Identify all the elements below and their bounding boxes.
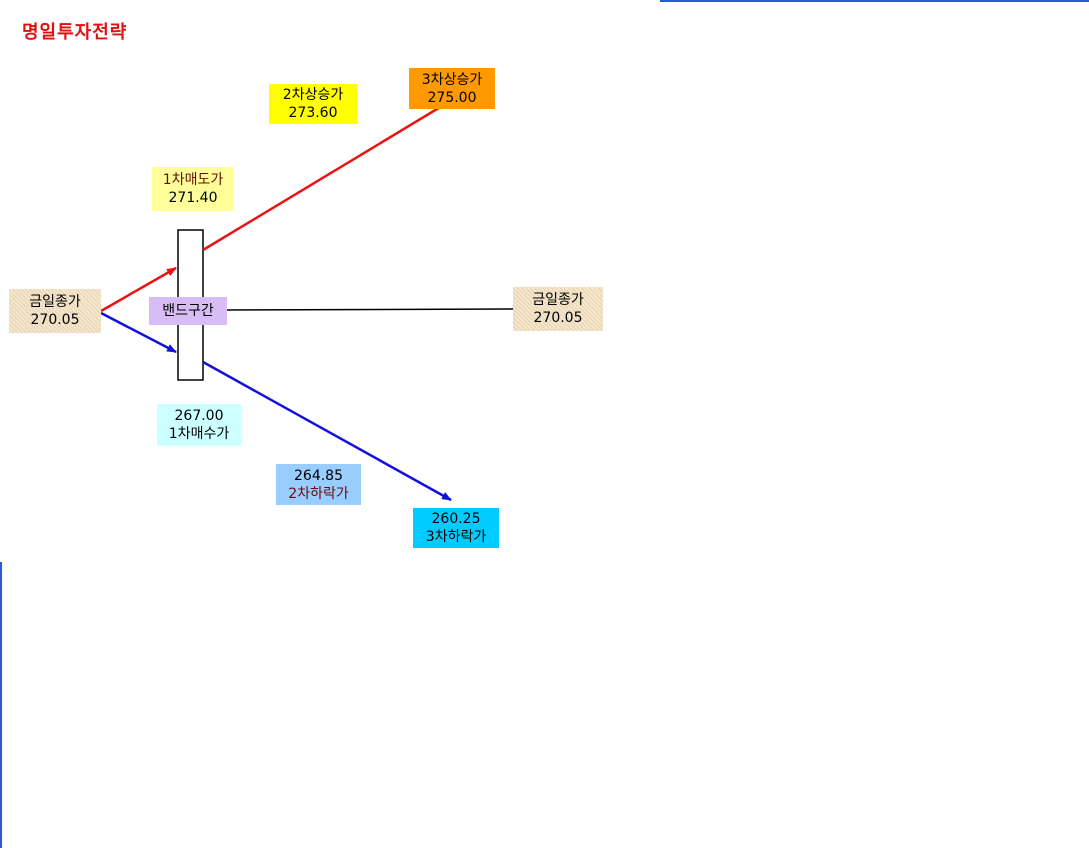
buy1-box: 267.00 1차매수가 <box>157 404 241 446</box>
fall3-value: 260.25 <box>431 511 481 527</box>
up-arrow-to-sell1 <box>100 266 177 313</box>
buy1-name: 1차매수가 <box>168 426 230 442</box>
up-line-to-rise3 <box>202 104 443 252</box>
fall2-value: 264.85 <box>294 467 343 484</box>
rise3-value: 275.00 <box>427 89 477 106</box>
fall3-box: 260.25 3차하락가 <box>413 508 499 548</box>
buy1-value: 267.00 <box>174 408 224 424</box>
rise3-box: 3차상승가 275.00 <box>409 68 495 109</box>
down-arrow-to-fall3 <box>202 360 452 502</box>
rise2-value: 273.60 <box>288 105 338 121</box>
down-arrow-to-buy1 <box>100 311 177 354</box>
left-divider-line <box>0 562 2 848</box>
sell1-value: 271.40 <box>168 190 218 206</box>
close-right-value: 270.05 <box>533 310 583 326</box>
fall2-box: 264.85 2차하락가 <box>276 464 361 505</box>
close-left-name: 금일종가 <box>29 294 81 310</box>
top-divider-line <box>660 0 1089 2</box>
fall3-name: 3차하락가 <box>425 529 487 545</box>
flat-close-line <box>225 308 514 311</box>
close-price-box-right: 금일종가 270.05 <box>513 287 603 331</box>
rise2-box: 2차상승가 273.60 <box>269 84 357 124</box>
rise3-name: 3차상승가 <box>421 71 483 88</box>
page-title: 명일투자전략 <box>22 22 128 43</box>
close-left-value: 270.05 <box>30 312 80 328</box>
close-right-name: 금일종가 <box>532 292 584 308</box>
rise2-name: 2차상승가 <box>282 87 344 103</box>
sell1-box: 1차매도가 271.40 <box>152 167 234 211</box>
fall2-name: 2차하락가 <box>288 485 349 502</box>
sell1-name: 1차매도가 <box>162 172 224 188</box>
band-label: 밴드구간 <box>149 297 227 325</box>
close-price-box-left: 금일종가 270.05 <box>9 289 101 333</box>
band-name: 밴드구간 <box>162 303 214 319</box>
